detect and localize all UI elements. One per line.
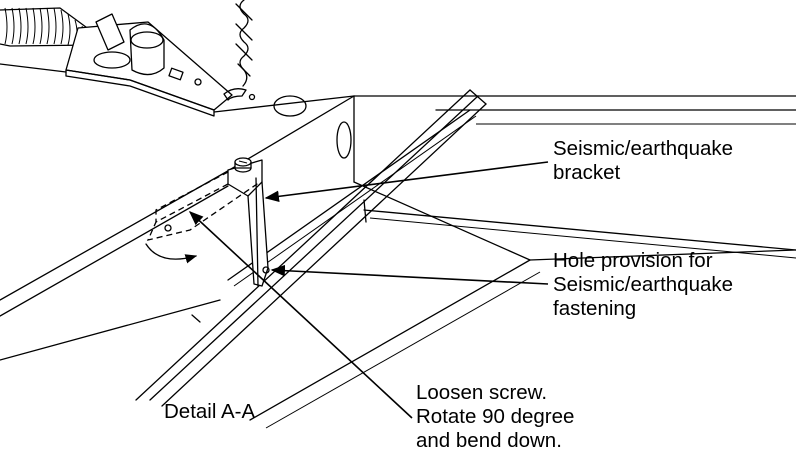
hanging-chain <box>223 0 256 101</box>
label-line: bracket <box>553 161 621 184</box>
label-loosen-screw: Loosen screw. Rotate 90 degree and bend … <box>416 381 574 453</box>
rotation-arrow-icon <box>145 243 198 264</box>
label-line: Rotate 90 degree <box>416 405 575 428</box>
junction-plate <box>65 13 233 117</box>
label-line: Hole provision for <box>553 249 713 272</box>
label-hole-provision: Hole provision for Seismic/earthquake fa… <box>553 249 733 321</box>
fixture-housing <box>0 63 355 317</box>
label-line: Seismic/earthquake <box>553 137 734 160</box>
seismic-bracket <box>227 159 270 287</box>
label-line: fastening <box>553 297 637 320</box>
leader-lines <box>188 161 549 419</box>
label-seismic-bracket: Seismic/earthquake bracket <box>553 137 733 185</box>
label-line: and bend down. <box>416 429 562 452</box>
bracket-rotated-position <box>146 171 261 241</box>
label-line: Loosen screw. <box>416 381 548 404</box>
detail-caption: Detail A-A <box>164 400 256 423</box>
label-line: Seismic/earthquake <box>553 273 734 296</box>
mounting-rail <box>0 89 487 407</box>
reflector-tray <box>249 95 796 429</box>
screw-icon <box>234 157 252 173</box>
label-detail: Detail A-A <box>164 400 255 424</box>
